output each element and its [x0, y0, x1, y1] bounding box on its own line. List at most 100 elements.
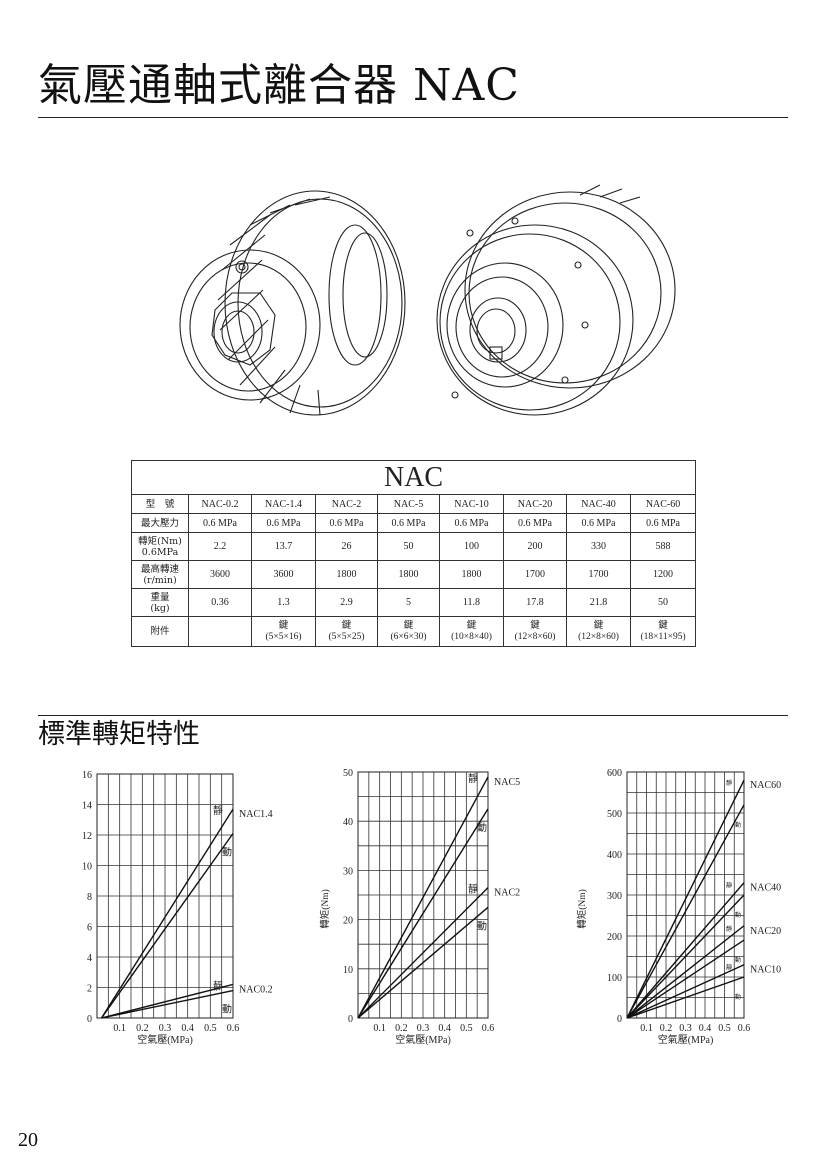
spec-table: NAC 型 號 NAC-0.2 NAC-1.4 NAC-2 NAC-5 NAC-… — [130, 460, 697, 647]
y-axis-label: 轉矩(Nm) — [319, 889, 331, 929]
table-cell: 21.8 — [566, 588, 631, 617]
row-label-weight: 重量(kg) — [131, 588, 189, 617]
y-tick-label: 20 — [343, 916, 353, 927]
x-tick-label: 0.1 — [373, 1023, 386, 1034]
table-cell: 1700 — [566, 560, 631, 589]
table-cell: 0.6 MPa — [439, 513, 504, 533]
y-axis-label: 轉矩(Nm) — [576, 889, 588, 929]
finned-clutch-drawing — [179, 190, 406, 416]
x-tick-label: 0.1 — [640, 1023, 653, 1034]
x-tick-label: 0.3 — [679, 1023, 692, 1034]
series-line — [357, 808, 489, 1019]
table-cell: 0.6 MPa — [188, 513, 252, 533]
y-tick-label: 10 — [343, 965, 353, 976]
table-cell: 鍵(5×5×25) — [315, 616, 378, 647]
series-line — [100, 808, 234, 1019]
row-label-max-pressure: 最大壓力 — [131, 513, 189, 533]
table-cell: 3600 — [188, 560, 252, 589]
section-title: 標準轉矩特性 — [38, 719, 200, 750]
series-name-label: NAC20 — [750, 926, 781, 937]
y-tick-label: 30 — [343, 866, 353, 877]
table-cell — [188, 616, 252, 647]
series-name-label: NAC5 — [494, 777, 520, 788]
table-cell: 2.2 — [188, 532, 252, 561]
series-name-label: NAC2 — [494, 888, 520, 899]
x-tick-label: 0.4 — [699, 1023, 712, 1034]
y-tick-label: 10 — [82, 862, 92, 873]
x-axis-label: 空氣壓(MPa) — [395, 1033, 451, 1046]
y-tick-label: 4 — [87, 953, 92, 964]
table-cell: 0.6 MPa — [251, 513, 316, 533]
x-tick-label: 0.6 — [738, 1023, 751, 1034]
y-tick-label: 6 — [87, 923, 92, 934]
x-tick-label: 0.5 — [460, 1023, 473, 1034]
y-tick-label: 12 — [82, 831, 92, 842]
section-divider — [38, 715, 788, 716]
x-tick-label: 0.5 — [718, 1023, 731, 1034]
table-cell: 1800 — [377, 560, 440, 589]
series-line — [357, 887, 489, 1019]
table-cell: 1800 — [315, 560, 378, 589]
table-cell: 50 — [377, 532, 440, 561]
series-annotation: 動 — [477, 821, 487, 834]
x-tick-label: 0.2 — [660, 1023, 673, 1034]
y-tick-label: 0 — [348, 1014, 353, 1025]
table-cell: 1700 — [503, 560, 567, 589]
table-cell: 鍵(18×11×95) — [629, 616, 697, 647]
flanged-clutch-drawing — [436, 184, 676, 416]
y-tick-label: 200 — [607, 932, 622, 943]
row-label-max-speed: 最高轉速(r/min) — [131, 560, 189, 589]
table-cell: NAC-2 — [315, 494, 378, 514]
x-tick-label: 0.3 — [417, 1023, 430, 1034]
table-cell: 588 — [629, 532, 697, 561]
x-tick-label: 0.4 — [438, 1023, 451, 1034]
plot-frame — [357, 771, 489, 1019]
table-cell: NAC-0.2 — [188, 494, 252, 514]
y-tick-label: 40 — [343, 817, 353, 828]
series-line — [626, 894, 745, 1019]
table-cell: 0.6 MPa — [315, 513, 378, 533]
table-row-model: 型 號 NAC-0.2 NAC-1.4 NAC-2 NAC-5 NAC-10 N… — [131, 494, 697, 514]
table-cell: 鍵(5×5×16) — [251, 616, 316, 647]
series-line — [626, 939, 745, 1019]
series-annotation: 靜 — [726, 964, 732, 972]
table-cell: 1200 — [629, 560, 697, 589]
series-line — [626, 779, 745, 1019]
series-annotation: 動 — [222, 1003, 232, 1016]
plot-frame — [96, 773, 234, 1019]
series-name-label: NAC1.4 — [239, 809, 273, 820]
series-name-label: NAC40 — [750, 883, 781, 894]
x-tick-label: 0.2 — [395, 1023, 408, 1034]
series-annotation: 靜 — [468, 772, 478, 785]
series-annotation: 靜 — [213, 979, 223, 992]
series-annotation: 動 — [735, 993, 741, 1001]
x-tick-label: 0.1 — [113, 1023, 126, 1034]
series-name-label: NAC0.2 — [239, 984, 273, 995]
x-tick-label: 0.3 — [159, 1023, 172, 1034]
table-cell: 0.6 MPa — [377, 513, 440, 533]
table-cell: 鍵(12×8×60) — [503, 616, 567, 647]
y-tick-label: 8 — [87, 892, 92, 903]
page-title: 氣壓通軸式離合器 NAC — [38, 60, 520, 111]
x-tick-label: 0.6 — [227, 1023, 240, 1034]
table-row-max-pressure: 最大壓力 0.6 MPa 0.6 MPa 0.6 MPa 0.6 MPa 0.6… — [131, 513, 697, 533]
table-cell: NAC-1.4 — [251, 494, 316, 514]
row-label-torque: 轉矩(Nm)0.6MPa — [131, 532, 189, 561]
x-tick-label: 0.6 — [482, 1023, 495, 1034]
series-line — [626, 976, 745, 1019]
x-tick-label: 0.5 — [204, 1023, 217, 1034]
y-tick-label: 100 — [607, 973, 622, 984]
series-annotation: 靜 — [468, 883, 478, 896]
torque-chart-nac5-nac2: 0 10 20 30 40 50 0.1 0.2 0.3 0.4 0.5 0.6 空氣壓(MPa) 轉矩(… — [319, 768, 520, 1046]
y-tick-label: 50 — [343, 768, 353, 779]
series-annotation: 動 — [735, 911, 741, 919]
table-cell: 1800 — [439, 560, 504, 589]
table-cell: 17.8 — [503, 588, 567, 617]
title-divider — [38, 117, 788, 118]
y-tick-label: 600 — [607, 768, 622, 779]
table-cell: 0.6 MPa — [566, 513, 631, 533]
table-cell: 鍵(6×6×30) — [377, 616, 440, 647]
row-label-model: 型 號 — [131, 494, 189, 514]
table-cell: 200 — [503, 532, 567, 561]
series-annotation: 動 — [735, 821, 741, 829]
